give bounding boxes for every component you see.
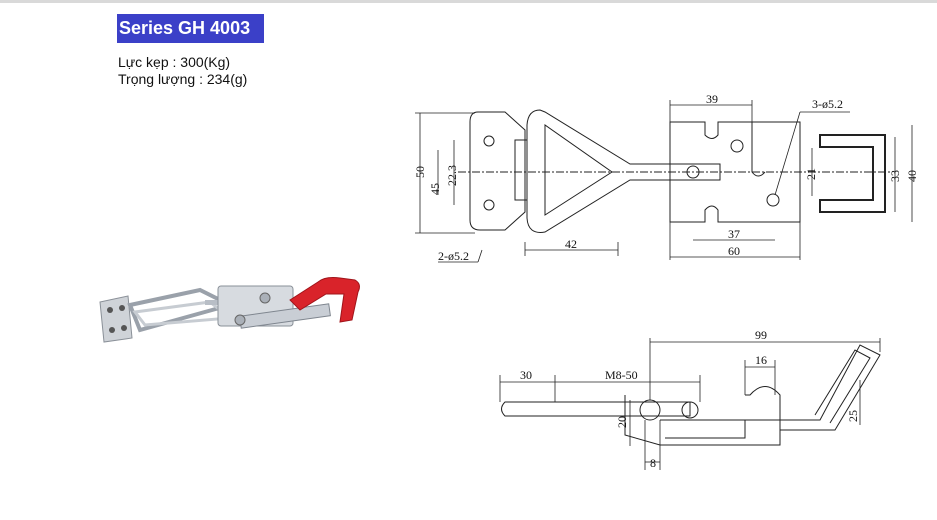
dim-42: 42 <box>565 237 577 251</box>
latch-photo <box>99 277 360 343</box>
dim-50: 50 <box>413 166 427 178</box>
dim-99: 99 <box>755 328 767 342</box>
dim-37: 37 <box>728 227 740 241</box>
series-title: Series GH 4003 <box>117 14 264 43</box>
weight-text: Trọng lượng : 234(g) <box>118 71 248 87</box>
dim-25: 25 <box>846 410 860 422</box>
dim-45: 45 <box>428 183 442 195</box>
dim-2-holes: 2-ø5.2 <box>438 249 469 263</box>
dim-21: 21 <box>804 168 818 180</box>
dim-8: 8 <box>650 456 656 470</box>
dim-30: 30 <box>520 368 532 382</box>
dim-40: 40 <box>905 170 919 182</box>
dim-16: 16 <box>755 353 767 367</box>
dim-3-holes: 3-ø5.2 <box>812 97 843 111</box>
clamp-force-text: Lực kẹp : 300(Kg) <box>118 54 231 70</box>
dim-22-3: 22.3 <box>445 165 459 186</box>
dim-20: 20 <box>615 416 629 428</box>
dim-33: 33 <box>888 170 902 182</box>
dim-m8-50: M8-50 <box>605 368 638 382</box>
dim-60: 60 <box>728 244 740 258</box>
top-border <box>0 0 937 3</box>
dim-39: 39 <box>706 92 718 106</box>
